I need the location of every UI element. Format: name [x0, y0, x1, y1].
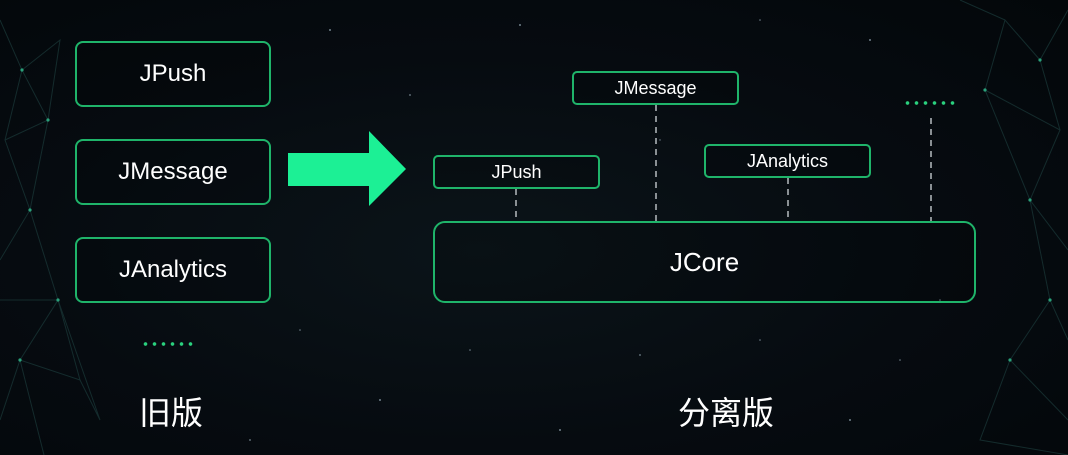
old-module-janalytics: JAnalytics: [75, 237, 271, 303]
jcore-label: JCore: [669, 246, 740, 277]
right-arrow-icon: [288, 131, 406, 206]
old-more-ellipsis: [141, 342, 197, 346]
old-module-jmessage-label: JMessage: [118, 158, 228, 185]
new-module-jpush: JPush: [433, 155, 600, 189]
new-more-ellipsis: [903, 101, 959, 105]
old-module-jmessage: JMessage: [75, 139, 271, 205]
old-module-jpush: JPush: [75, 41, 271, 107]
old-version-caption: 旧版: [139, 394, 204, 432]
new-module-jmessage-label: JMessage: [614, 77, 697, 98]
new-module-jpush-label: JPush: [491, 161, 542, 182]
new-version-caption: 分离版: [678, 394, 775, 432]
new-module-jmessage: JMessage: [572, 71, 739, 105]
old-module-janalytics-label: JAnalytics: [118, 256, 228, 283]
jcore-box: JCore: [433, 221, 976, 303]
new-module-janalytics-label: JAnalytics: [746, 150, 829, 171]
new-module-janalytics: JAnalytics: [704, 144, 871, 178]
old-module-jpush-label: JPush: [139, 60, 207, 87]
